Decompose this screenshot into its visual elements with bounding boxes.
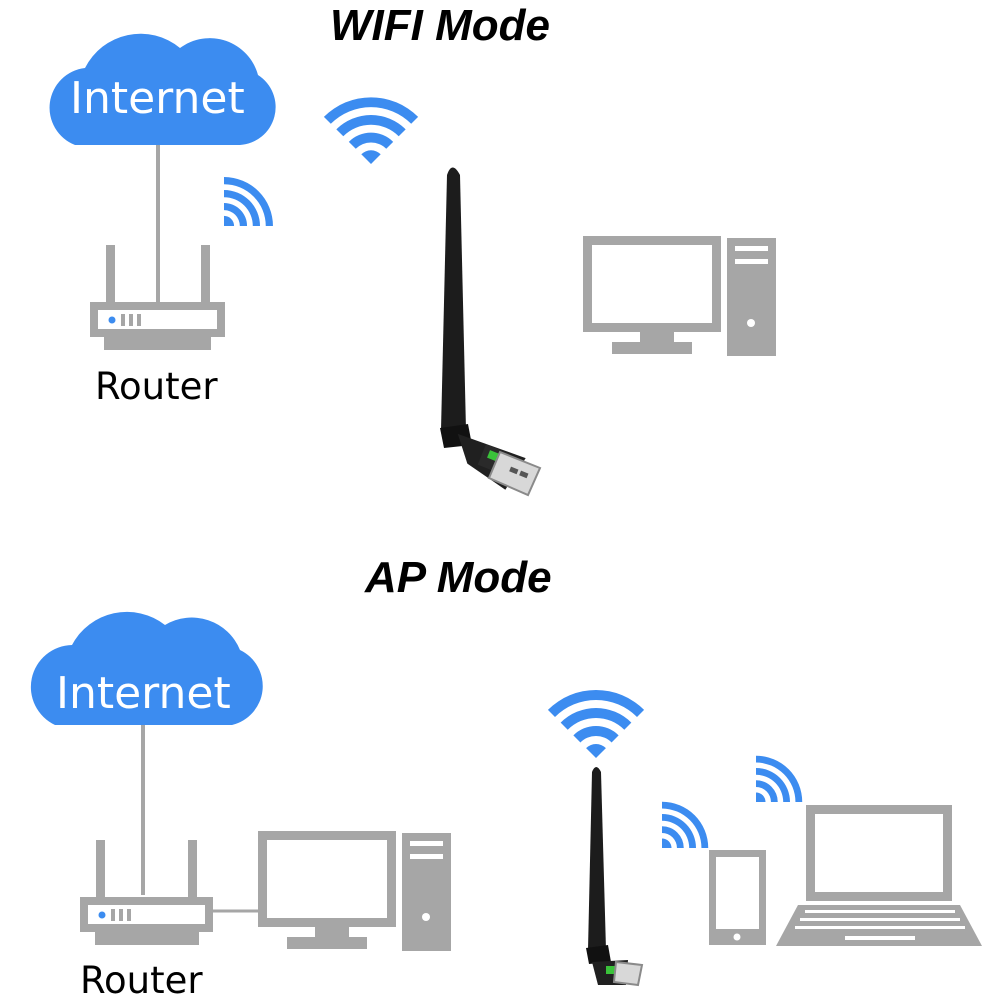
desktop-computer-icon — [583, 236, 776, 356]
desktop-computer-icon — [258, 831, 451, 951]
cloud-label: Internet — [70, 77, 245, 121]
wifi-signal-icon — [224, 177, 273, 226]
wifi-mode-title: WIFI Mode — [330, 4, 550, 48]
cloud-label: Internet — [56, 672, 231, 716]
usb-wifi-adapter-icon — [440, 168, 540, 496]
tablet-icon — [709, 850, 766, 945]
router-icon — [80, 840, 213, 945]
wifi-signal-icon — [756, 756, 802, 802]
wifi-signal-icon — [662, 802, 708, 848]
laptop-icon — [776, 805, 982, 946]
router-label: Router — [80, 962, 203, 999]
wifi-signal-icon — [324, 70, 418, 164]
usb-wifi-adapter-icon — [586, 767, 642, 985]
ap-mode-title: AP Mode — [365, 556, 552, 600]
router-label: Router — [95, 368, 218, 405]
wifi-signal-icon — [548, 662, 644, 758]
